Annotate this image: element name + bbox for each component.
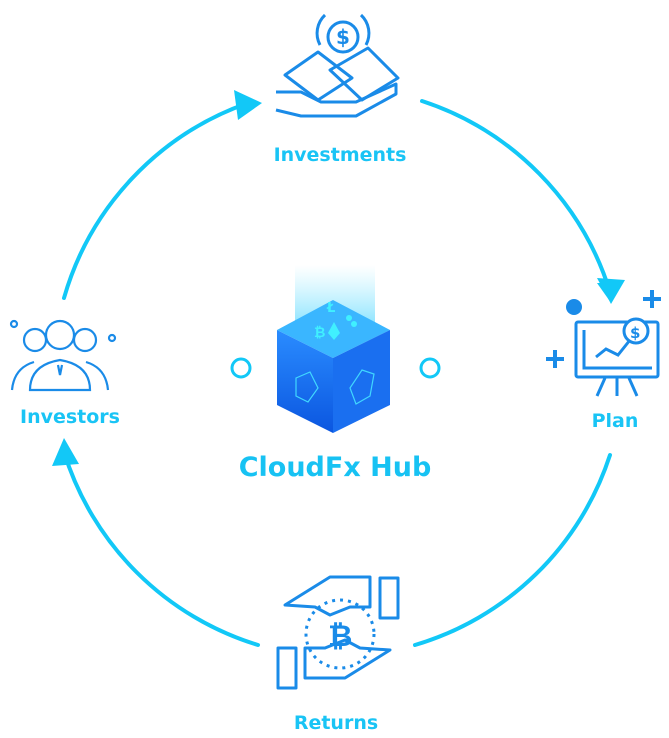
svg-text:Ł: Ł	[326, 301, 335, 316]
investors-group-icon	[9, 319, 117, 392]
chart-presentation-icon: $	[546, 283, 661, 397]
svg-text:₿: ₿	[328, 619, 352, 654]
connector-left-node	[230, 357, 252, 379]
arc-investments-to-plan	[420, 99, 612, 294]
node-label-investors: Investors	[20, 406, 120, 428]
node-label-investments: Investments	[273, 144, 407, 166]
svg-text:₿: ₿	[314, 325, 325, 341]
node-label-returns: Returns	[293, 712, 379, 734]
arrow-head-investors	[52, 438, 79, 466]
arrow-head-investments	[234, 90, 262, 120]
bitcoin-exchange-hands-icon: ₿	[276, 575, 400, 690]
crypto-cube-icon: ₿ Ł	[277, 265, 390, 433]
hub-title: CloudFx Hub	[238, 452, 432, 483]
money-hand-icon: $	[275, 13, 400, 118]
node-label-plan: Plan	[591, 410, 639, 432]
arc-investors-to-investments	[62, 101, 250, 300]
svg-text:$: $	[630, 324, 640, 342]
arc-returns-to-investors	[62, 450, 260, 647]
arc-plan-to-returns	[413, 453, 612, 647]
connector-right-node	[419, 357, 441, 379]
svg-text:$: $	[336, 25, 350, 49]
